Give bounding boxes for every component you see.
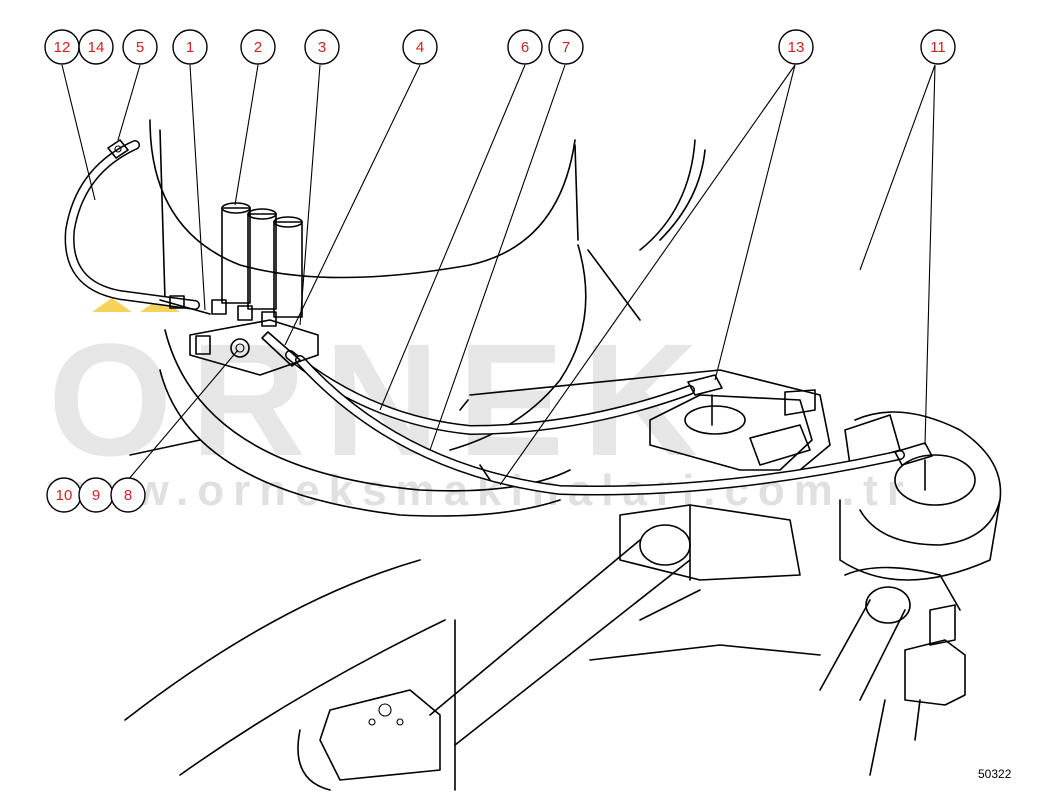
callout-10: 10 [46, 477, 82, 513]
callout-13: 13 [778, 29, 814, 65]
svg-text:8: 8 [124, 487, 132, 504]
callout-3: 3 [304, 29, 340, 65]
callout-8: 8 [110, 477, 146, 513]
svg-text:2: 2 [254, 39, 262, 56]
assembly-drawing [124, 119, 1002, 791]
svg-text:3: 3 [318, 39, 326, 56]
callout-2: 2 [240, 29, 276, 65]
svg-text:11: 11 [930, 39, 946, 56]
svg-text:5: 5 [136, 39, 144, 56]
watermark: ORNEK www.orneksmakinalari.com.tr [47, 298, 904, 515]
hose-lines [64, 140, 905, 496]
callout-4: 4 [402, 29, 438, 65]
svg-text:6: 6 [521, 39, 529, 56]
svg-text:4: 4 [416, 39, 424, 56]
watermark-accent-left [92, 298, 132, 312]
callout-6: 6 [507, 29, 543, 65]
svg-text:9: 9 [92, 487, 100, 504]
svg-text:1: 1 [186, 39, 194, 56]
callout-9: 9 [78, 477, 114, 513]
callout-1: 1 [172, 29, 208, 65]
svg-text:10: 10 [56, 487, 73, 504]
svg-text:13: 13 [788, 39, 805, 56]
callout-14: 14 [78, 29, 114, 65]
svg-text:12: 12 [54, 39, 71, 56]
callout-12: 12 [44, 29, 80, 65]
svg-text:14: 14 [88, 39, 105, 56]
watermark-brand: ORNEK [48, 310, 716, 489]
fittings [107, 139, 933, 491]
drawing-code: 50322 [978, 767, 1012, 781]
callout-7: 7 [548, 29, 584, 65]
lubrication-pump-block [159, 202, 319, 376]
callout-11: 11 [920, 29, 956, 65]
callout-5: 5 [122, 29, 158, 65]
svg-text:7: 7 [562, 39, 570, 56]
leader-lines [61, 64, 936, 486]
